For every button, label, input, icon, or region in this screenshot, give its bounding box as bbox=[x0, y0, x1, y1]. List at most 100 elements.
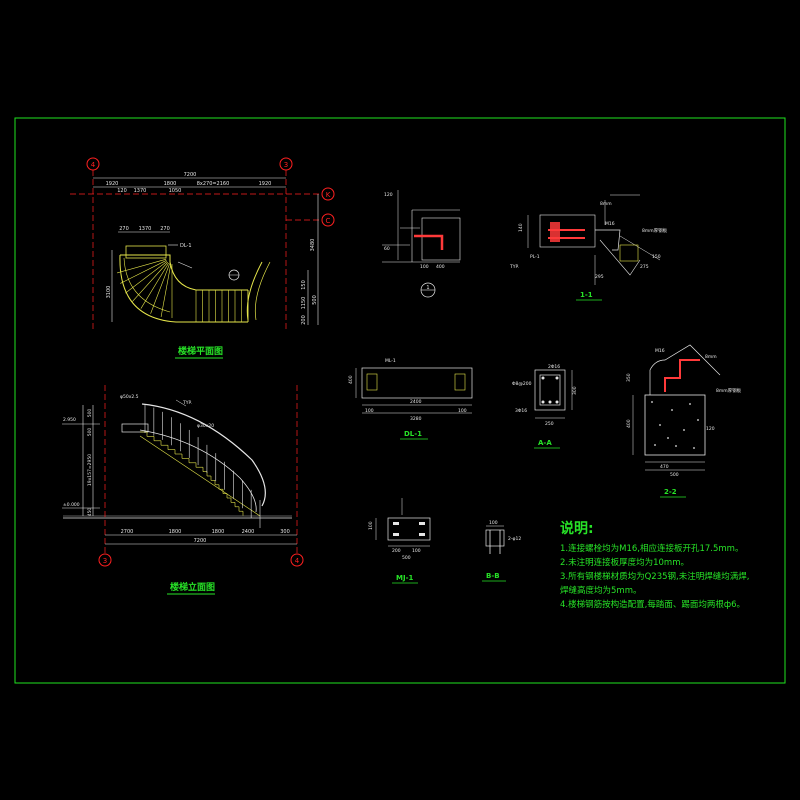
elev-left-2: 500 bbox=[87, 428, 93, 437]
detail-marker-1-label: 1 bbox=[426, 285, 429, 291]
plan-title: 楼梯平面图 bbox=[178, 345, 223, 357]
plan-dim-1: 1920 bbox=[106, 181, 119, 187]
section-b-b: 100 2-φ12 B-B bbox=[482, 520, 521, 582]
s11-dim-2: 275 bbox=[640, 264, 649, 270]
s11-dim-3: 150 bbox=[652, 254, 661, 260]
plan-dl1-label: DL-1 bbox=[180, 243, 192, 249]
s22-dim-2: 400 bbox=[626, 419, 632, 428]
stair-elevation: 3 4 2700 1800 1800 2400 300 7200 2.950 ±… bbox=[62, 385, 304, 595]
beam-dl1: ML-1 100 2400 100 400 3280 DL-1 bbox=[348, 358, 473, 440]
plan-small-1: 270 bbox=[119, 226, 129, 232]
elev-axis-label-3: 3 bbox=[103, 557, 107, 565]
elev-left-1: 500 bbox=[87, 409, 93, 418]
s22-dim-4: 470 bbox=[660, 464, 669, 470]
elev-axis-label-4: 4 bbox=[295, 557, 300, 565]
aa-label-stirrup: Φ8@200 bbox=[512, 381, 532, 387]
mj-dim-4: 500 bbox=[402, 555, 411, 561]
elev-label-typ: TYP. bbox=[182, 400, 192, 406]
s11-label-8mm: 8mm bbox=[600, 201, 612, 207]
aa-title: A-A bbox=[538, 439, 552, 447]
plan-dim-7: 1050 bbox=[169, 188, 182, 194]
elev-dim-4: 2400 bbox=[242, 529, 255, 535]
design-notes: 说明: 1.连接螺栓均为M16,相应连接板开孔17.5mm。 2.未注明连接板厚… bbox=[560, 518, 790, 612]
dl-mark: ML-1 bbox=[385, 358, 396, 364]
s11-label-plate: 8mm厚钢板 bbox=[642, 227, 668, 234]
s22-label-plate: 8mm厚钢板 bbox=[716, 387, 742, 394]
plan-small-3: 270 bbox=[160, 226, 170, 232]
s11-dim-1: 140 bbox=[518, 223, 524, 232]
elev-level-top: 2.950 bbox=[63, 417, 76, 423]
top-dim-4: 400 bbox=[436, 264, 445, 270]
top-dim-1: 120 bbox=[384, 192, 393, 198]
plan-dim-3: 8x270=2160 bbox=[197, 181, 230, 187]
plan-right-5: 200 bbox=[301, 315, 307, 325]
plan-right-3: 1150 bbox=[301, 297, 307, 310]
elev-left-4: 19x157=2950 bbox=[87, 454, 93, 486]
elev-title: 楼梯立面图 bbox=[170, 581, 215, 593]
dl-title: DL-1 bbox=[404, 430, 422, 438]
mj-title: MJ-1 bbox=[396, 574, 413, 582]
axis-bubble-k bbox=[321, 187, 335, 201]
detail-top-section: 120 60 100 400 1 bbox=[382, 190, 461, 298]
section-a-a: 2Φ16 Φ8@200 3Φ16 300 250 A-A bbox=[512, 364, 578, 449]
plan-dim-4: 1920 bbox=[259, 181, 272, 187]
axis-label-k: K bbox=[326, 191, 331, 199]
elev-dim-5: 300 bbox=[280, 529, 290, 535]
dl-dim-1: 100 bbox=[365, 408, 374, 414]
s22-dim-1: 350 bbox=[626, 373, 632, 382]
plan-dim-total: 7200 bbox=[184, 172, 197, 178]
plan-dim-5: 1370 bbox=[134, 188, 147, 194]
aa-dim-2: 250 bbox=[545, 421, 554, 427]
axis-bubble-c bbox=[321, 213, 335, 227]
elev-dim-total: 7200 bbox=[194, 538, 207, 544]
elev-left-3: 450 bbox=[87, 508, 93, 517]
plan-dim-2: 1800 bbox=[164, 181, 177, 187]
plan-left-dim: 3100 bbox=[106, 286, 112, 299]
aa-label-top: 2Φ16 bbox=[548, 364, 560, 370]
s22-label-m16: M16 bbox=[655, 348, 665, 354]
s11-title: 1-1 bbox=[580, 291, 593, 299]
s22-dim-3: 120 bbox=[706, 426, 715, 432]
section-1-1: PL-1 8mm M16 TYP. 8mm厚钢板 140 275 150 295… bbox=[509, 194, 668, 301]
plan-small-2: 1370 bbox=[139, 226, 152, 232]
dl-dim-2: 2400 bbox=[410, 399, 422, 405]
s11-label-pl: PL-1 bbox=[530, 254, 540, 260]
note-item-3: 3.所有钢楼梯材质均为Q235钢,未注明焊缝均满焊, 焊缝高度均为5mm。 bbox=[560, 572, 750, 596]
bb-title: B-B bbox=[486, 572, 500, 580]
stair-plan: 4 3 K C 7200 1920 1800 8x270=2160 1920 1… bbox=[70, 157, 335, 359]
note-item-4: 4.楼梯钢筋按构造配置,每踏面、踢面均两根ф6。 bbox=[560, 600, 745, 610]
top-dim-3: 100 bbox=[420, 264, 429, 270]
elev-axis-bubble-4 bbox=[290, 553, 304, 567]
aa-label-bot: 3Φ16 bbox=[515, 408, 527, 414]
section-2-2: M16 8mm厚钢板 8mm 350 400 120 470 500 2-2 bbox=[626, 344, 742, 498]
bb-label: 2-φ12 bbox=[508, 536, 521, 542]
elev-dim-3: 1800 bbox=[212, 529, 225, 535]
aa-dim-1: 300 bbox=[572, 386, 578, 395]
elev-axis-bubble-3 bbox=[98, 553, 112, 567]
mj-dim-2: 200 bbox=[392, 548, 401, 554]
plan-right-4: 500 bbox=[312, 295, 318, 305]
mj-dim-1: 100 bbox=[368, 521, 374, 530]
s22-dim-5: 500 bbox=[670, 472, 679, 478]
dl-dim-3: 100 bbox=[458, 408, 467, 414]
axis-label-3: 3 bbox=[284, 161, 288, 169]
plan-right-1: 3480 bbox=[310, 239, 316, 252]
plan-dim-6: 120 bbox=[117, 188, 127, 194]
s22-title: 2-2 bbox=[664, 488, 677, 496]
note-item-1: 1.连接螺栓均为M16,相应连接板开孔17.5mm。 bbox=[560, 544, 744, 554]
notes-title: 说明: bbox=[560, 521, 594, 537]
embed-mj1: 100 200 100 500 MJ-1 bbox=[368, 498, 431, 584]
s22-label-8mm: 8mm bbox=[705, 354, 717, 360]
top-dim-2: 60 bbox=[384, 246, 390, 252]
elev-label-rail: φ50x2.5 bbox=[120, 394, 139, 400]
sheet-border bbox=[14, 117, 786, 684]
bb-dim: 100 bbox=[489, 520, 498, 526]
mj-dim-3: 100 bbox=[412, 548, 421, 554]
plan-right-2: 150 bbox=[301, 280, 307, 290]
axis-label-c: C bbox=[326, 217, 331, 225]
s11-dim-4: 295 bbox=[595, 274, 604, 280]
axis-label-4: 4 bbox=[91, 161, 96, 169]
elev-dim-1: 2700 bbox=[121, 529, 134, 535]
dl-dim-total: 3280 bbox=[410, 416, 422, 422]
